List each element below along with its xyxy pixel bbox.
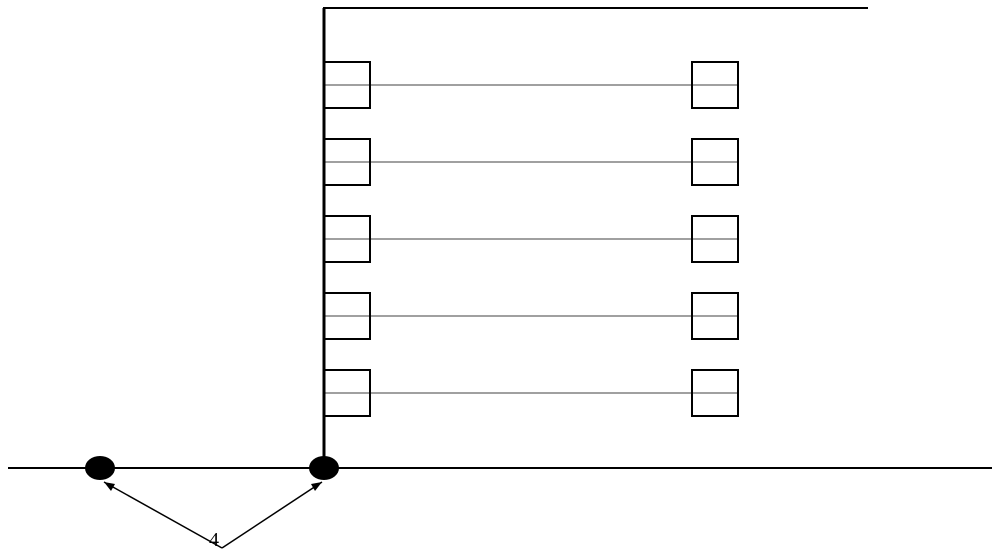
- callout-arrowhead-right: [311, 482, 322, 491]
- anchor-block-left-1: [323, 61, 371, 109]
- ground-node-right: [309, 456, 339, 480]
- anchor-block-right-5: [691, 369, 739, 417]
- anchor-block-left-5: [323, 369, 371, 417]
- anchor-rows: [323, 61, 739, 417]
- callout-label: 4: [209, 529, 219, 551]
- anchor-block-right-4: [691, 292, 739, 340]
- anchor-row-2: [323, 138, 739, 186]
- callout-arrowhead-left: [104, 482, 115, 491]
- anchor-block-right-1: [691, 61, 739, 109]
- anchor-block-right-2: [691, 138, 739, 186]
- anchor-row-1: [323, 61, 739, 109]
- anchor-row-4: [323, 292, 739, 340]
- anchor-row-5: [323, 369, 739, 417]
- callout-leader-right: [221, 481, 323, 549]
- anchor-block-right-3: [691, 215, 739, 263]
- anchor-block-left-3: [323, 215, 371, 263]
- anchor-block-left-4: [323, 292, 371, 340]
- ground-node-left: [85, 456, 115, 480]
- callout-leader-left: [103, 481, 223, 549]
- anchor-row-3: [323, 215, 739, 263]
- anchor-block-left-2: [323, 138, 371, 186]
